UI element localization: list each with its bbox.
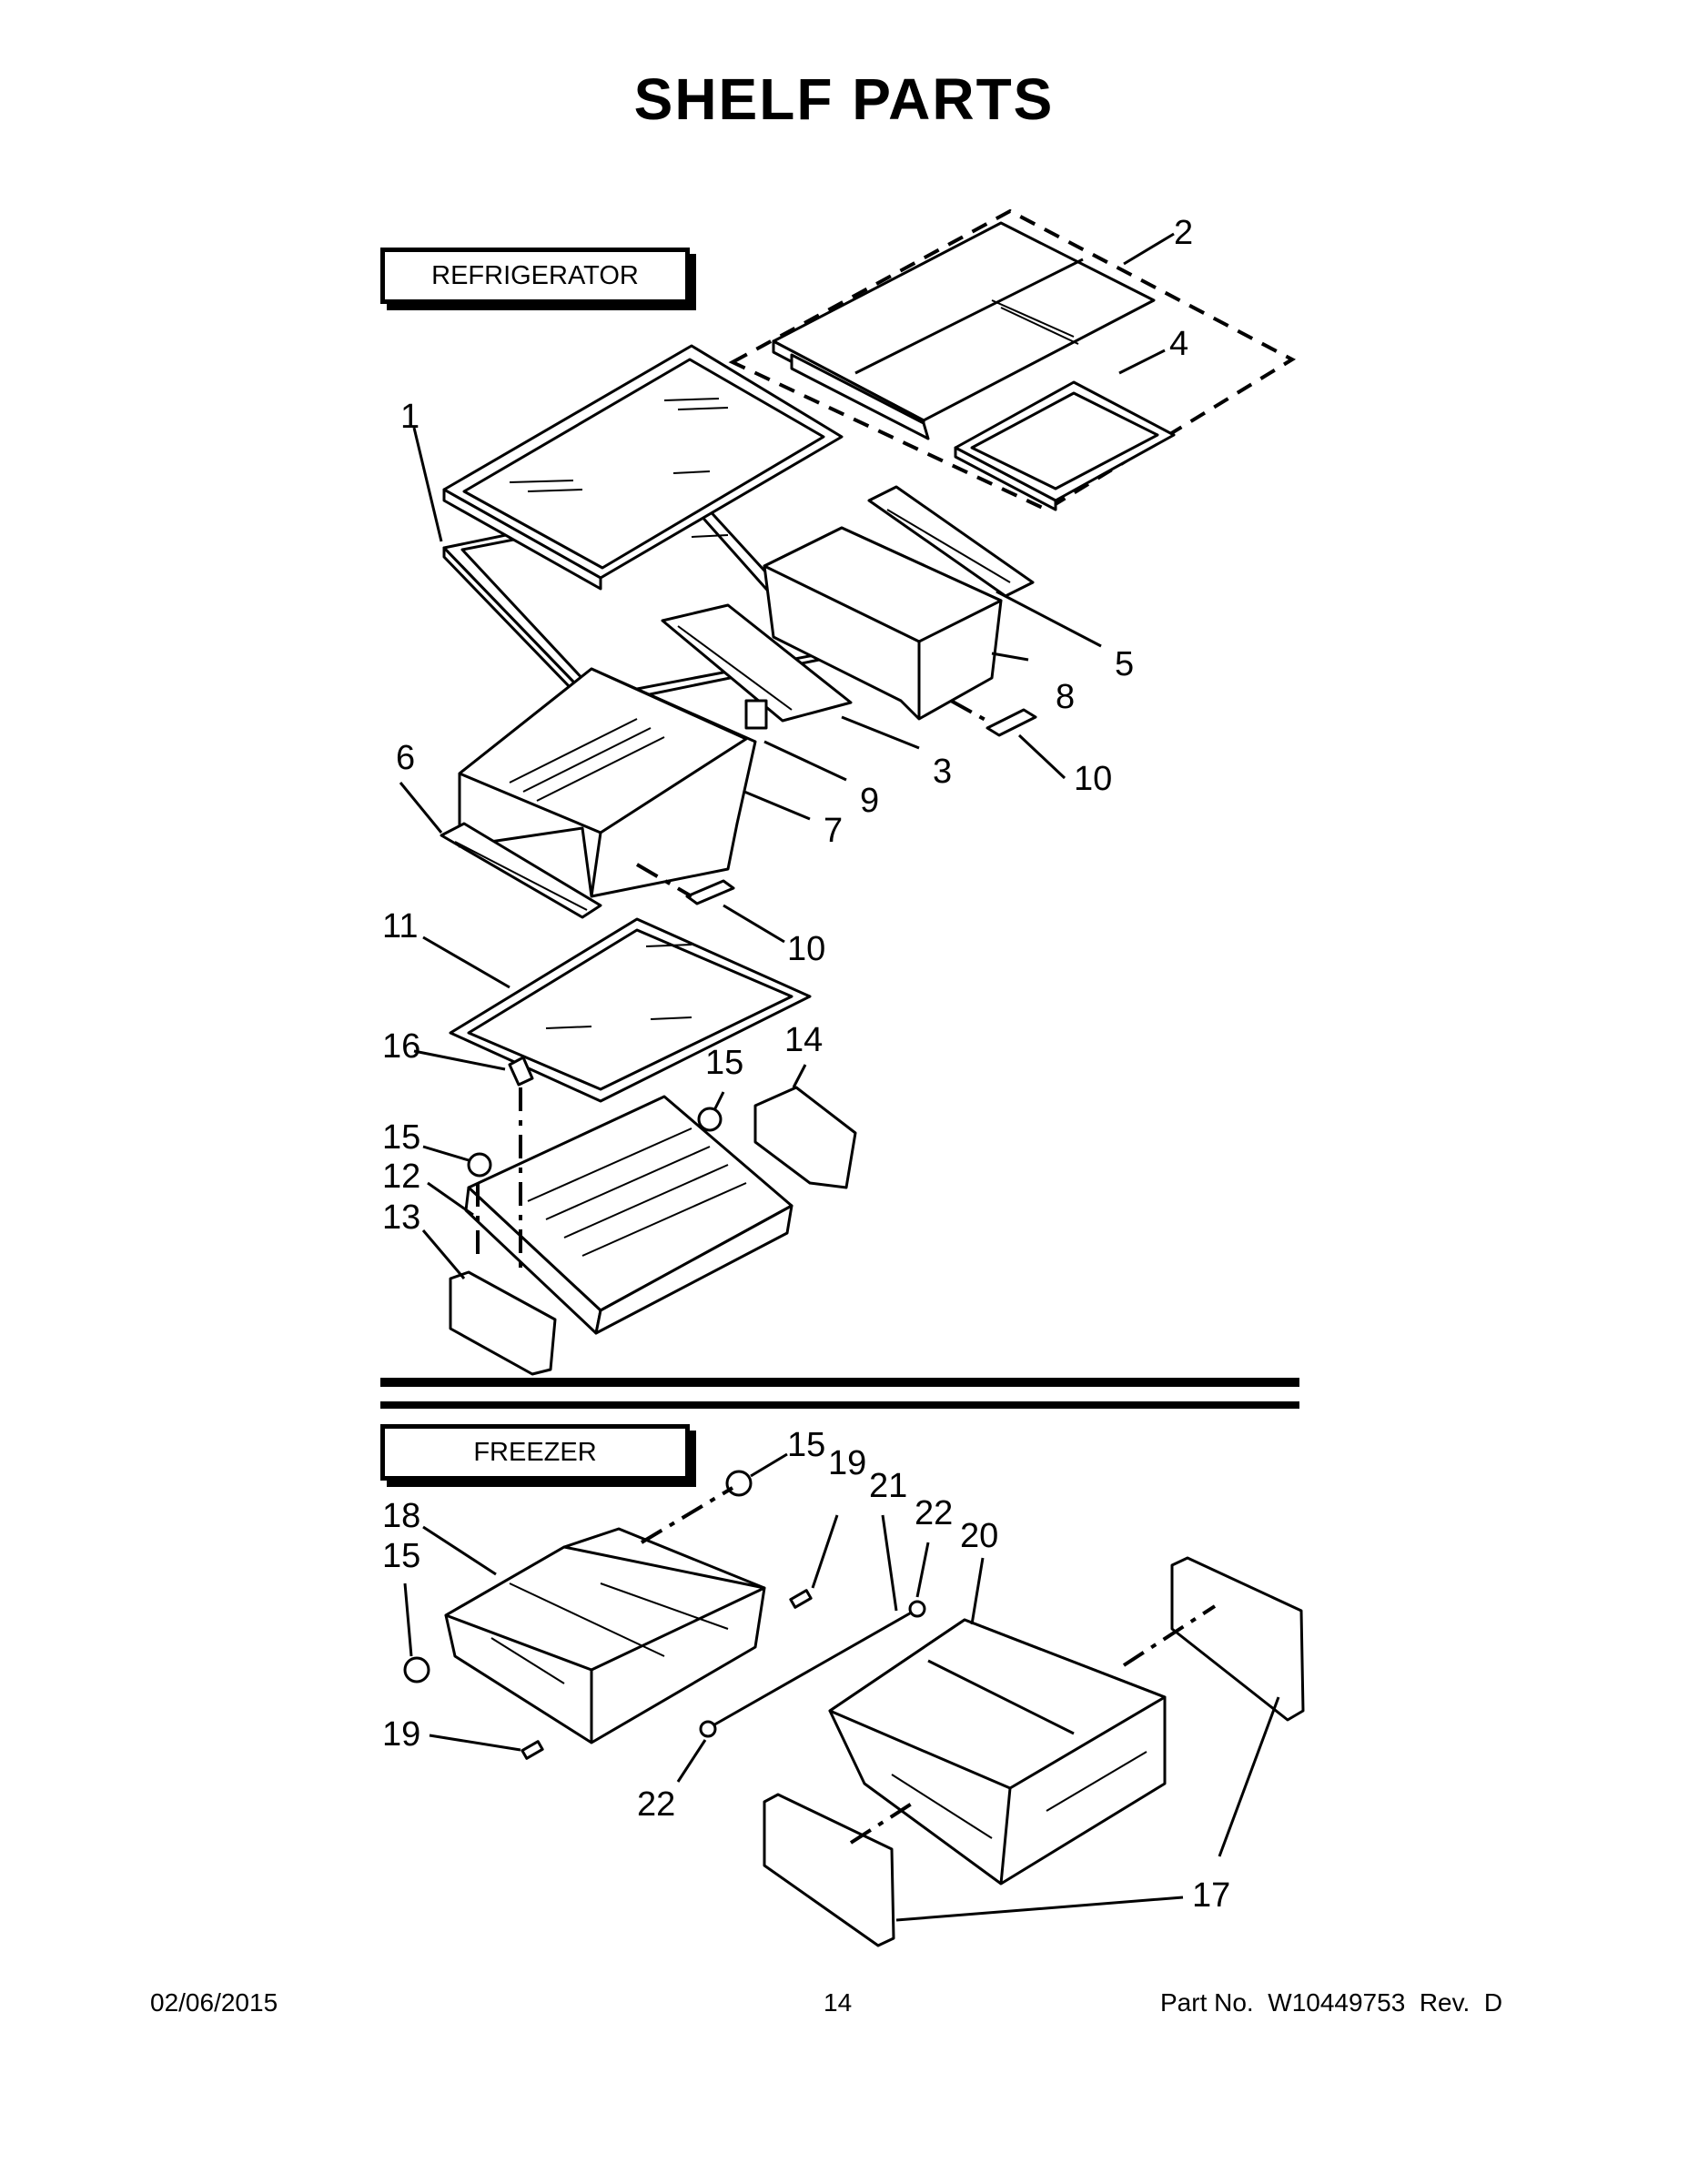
callout-18: 18 <box>382 1497 420 1535</box>
part-6-rail <box>440 822 602 919</box>
callout-arrows-refrigerator <box>399 232 1175 1279</box>
part-8-crisper-bin <box>763 526 1003 721</box>
callout-7: 7 <box>824 812 843 850</box>
callout-17: 17 <box>1192 1876 1230 1915</box>
assembly-line-17-left <box>849 1800 916 1845</box>
callout-3: 3 <box>933 753 952 791</box>
assembly-line-17-right <box>1122 1604 1217 1667</box>
footer-part-number: Part No. W10449753 Rev. D <box>1160 1988 1503 2017</box>
callout-15-freezer-top: 15 <box>787 1426 825 1464</box>
footer-date: 02/06/2015 <box>150 1988 278 2017</box>
callout-2: 2 <box>1174 214 1193 252</box>
callout-21: 21 <box>869 1467 907 1505</box>
part-19-screw-top <box>789 1589 813 1609</box>
callout-8: 8 <box>1056 678 1075 716</box>
part-15-roller-side <box>403 1656 430 1684</box>
callout-22-top: 22 <box>915 1494 953 1532</box>
section-divider-bottom <box>380 1401 1299 1409</box>
assembly-line-10a <box>950 699 993 725</box>
part-10-lower-slide <box>685 879 735 905</box>
part-14-end-cap <box>753 1086 857 1189</box>
part-2-divided-shelf <box>772 221 1156 440</box>
part-13-front-panel <box>449 1270 557 1376</box>
part-15-roller-left <box>467 1152 492 1178</box>
callout-9: 9 <box>860 782 879 820</box>
callout-12: 12 <box>382 1158 420 1196</box>
part-17-slide-left <box>763 1793 895 1947</box>
dashed-assembly-outline <box>728 208 1297 512</box>
callout-1: 1 <box>400 398 419 436</box>
part-22-end-bottom <box>699 1720 717 1738</box>
part-22-end-top <box>908 1600 926 1618</box>
callout-4: 4 <box>1169 325 1188 363</box>
part-3-cover <box>661 603 853 723</box>
callout-14: 14 <box>784 1021 823 1059</box>
part-21-rod <box>711 1609 915 1728</box>
callout-arrows-freezer <box>403 1452 1280 1922</box>
callout-6: 6 <box>396 739 415 777</box>
refrigerator-label-text: REFRIGERATOR <box>431 260 639 290</box>
section-divider-top <box>380 1378 1299 1387</box>
part-11-glass-shelf <box>449 917 812 1103</box>
callout-20: 20 <box>960 1517 998 1555</box>
part-4-small-glass-shelf <box>954 380 1176 511</box>
callout-22-bottom: 22 <box>637 1785 675 1824</box>
part-16-clip <box>508 1056 534 1087</box>
callout-15-left: 15 <box>382 1118 420 1157</box>
callout-16: 16 <box>382 1027 420 1066</box>
page-title: SHELF PARTS <box>633 66 1055 132</box>
callout-5: 5 <box>1115 645 1134 683</box>
pan-drawer <box>464 1095 793 1335</box>
part-5-rail <box>867 485 1035 598</box>
callout-10-upper: 10 <box>1074 760 1112 798</box>
part-7-deli-drawer <box>458 667 757 898</box>
part-15-roller-right <box>697 1107 723 1132</box>
part-15-roller-top <box>725 1470 753 1497</box>
callout-13: 13 <box>382 1198 420 1237</box>
callout-15-freezer-side: 15 <box>382 1537 420 1575</box>
part-1-glass-shelves <box>442 344 844 716</box>
part-10-upper-slide <box>986 708 1037 737</box>
freezer-section-label: FREEZER <box>380 1424 690 1481</box>
part-20-lower-basket <box>828 1618 1167 1886</box>
freezer-label-text: FREEZER <box>473 1437 597 1467</box>
callout-19-bottom: 19 <box>382 1715 420 1754</box>
refrigerator-section-label: REFRIGERATOR <box>380 248 690 304</box>
part-17-slide-right <box>1170 1556 1305 1722</box>
callout-19-top: 19 <box>828 1444 866 1482</box>
footer-page-number: 14 <box>824 1988 853 2017</box>
part-19-screw-bottom <box>521 1740 544 1760</box>
callout-11: 11 <box>382 907 418 945</box>
assembly-line-10b <box>635 863 693 898</box>
part-18-freezer-basket <box>444 1527 766 1744</box>
callout-10-lower: 10 <box>787 930 825 968</box>
part-9-clip <box>744 699 768 730</box>
assembly-line-15-top <box>640 1486 734 1544</box>
callout-15-right: 15 <box>705 1044 743 1082</box>
